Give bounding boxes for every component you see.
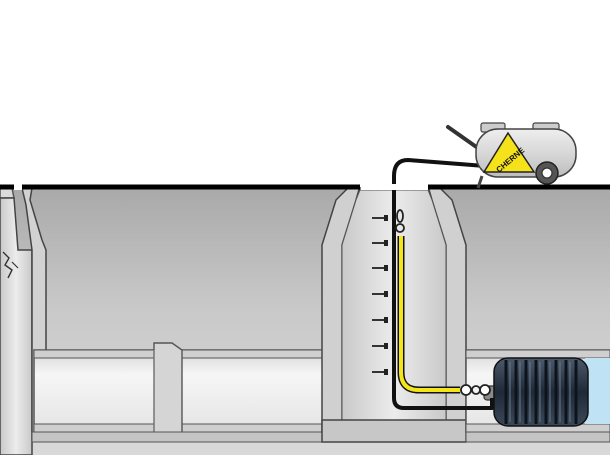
air-supply-hose (392, 158, 494, 410)
air-compressor: CHERNE (446, 122, 577, 189)
inflation-hose (399, 236, 460, 392)
warning-triangle-icon: CHERNE (482, 131, 536, 174)
crack-mark (2, 251, 13, 279)
ladder-rungs (372, 217, 386, 373)
left-pipe (31, 342, 333, 443)
safety-chain (395, 209, 491, 396)
center-manhole (321, 185, 467, 443)
pipe-joint (153, 342, 183, 441)
plug-body (493, 357, 589, 427)
sewer-water (585, 358, 610, 424)
pipe-plug (483, 357, 589, 427)
